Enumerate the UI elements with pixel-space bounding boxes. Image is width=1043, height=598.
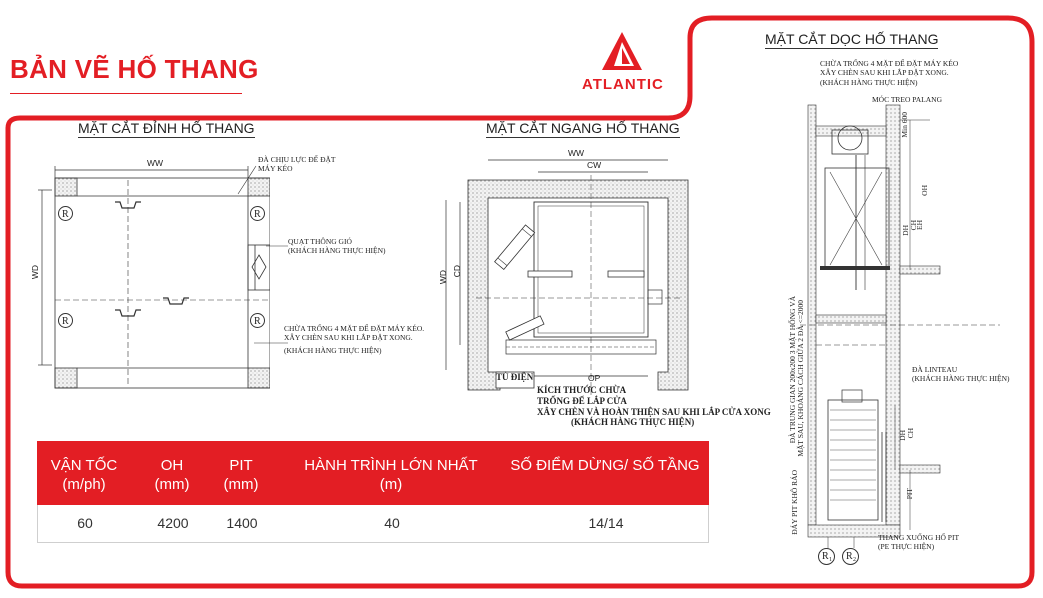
r-mark: R	[58, 206, 73, 221]
dim-eh-top: EH	[915, 220, 924, 230]
table-row: 60 4200 1400 40 14/14	[37, 505, 709, 543]
atlantic-logo-icon	[602, 32, 642, 70]
dim-op-plan: OP	[588, 373, 601, 383]
section-top-note: CHỪA TRỐNG 4 MẶT ĐỂ ĐẶT MÁY KÉO XÂY CHÈN…	[820, 59, 959, 87]
top-view-drawing	[38, 166, 270, 389]
r-mark: R	[250, 313, 265, 328]
brand-name: ATLANTIC	[582, 76, 664, 93]
header-speed: VẬN TỐC(m/ph)	[50, 457, 118, 493]
dim-ww-plan: WW	[568, 148, 585, 158]
dim-cd-plan: CD	[452, 265, 462, 278]
spec-table: VẬN TỐC(m/ph) OH(mm) PIT(mm) HÀNH TRÌNH …	[37, 441, 709, 543]
r-mark: R	[250, 206, 265, 221]
title-underline	[10, 93, 242, 94]
cell-pit: 1400	[226, 515, 258, 531]
r-mark: R	[58, 313, 73, 328]
dim-cw-plan: CW	[587, 160, 602, 170]
dim-wd-plan: WD	[438, 270, 448, 285]
header-travel: HÀNH TRÌNH LỚN NHẤT(m)	[304, 457, 478, 493]
section-view-title: MẶT CẮT DỌC HỐ THANG	[765, 31, 939, 49]
door-opening-note: KÍCH THƯỚC CHỪA TRỐNG ĐỂ LẮP CỬA XÂY CHÈ…	[537, 385, 771, 428]
machine-hole-note: CHỪA TRỐNG 4 MẶT ĐỂ ĐẶT MÁY KÉO.XÂY CHÈN…	[284, 324, 425, 355]
hoist-hook-note: MÓC TREO PALANG	[872, 95, 943, 104]
dim-ww-top: WW	[147, 158, 164, 168]
electric-panel-label: TỦ ĐIỆN	[496, 372, 534, 382]
fan-note: QUẠT THÔNG GIÓ(KHÁCH HÀNG THỰC HIỆN)	[288, 237, 386, 256]
lintel-note: ĐÀ LINTEAU (KHÁCH HÀNG THỰC HIỆN)	[912, 365, 1010, 384]
plan-view-drawing	[445, 159, 689, 395]
pit-ladder-note: THANG XUỐNG HỐ PIT (PE THỰC HIỆN)	[878, 533, 960, 552]
dim-min-600: Min 600	[900, 112, 909, 138]
intermediate-beam-note-2: MẶT SAU, KHOẢNG CÁCH GIỮA 2 ĐÀ <=2000	[796, 300, 805, 457]
leader-lines	[237, 165, 288, 344]
dim-wd-top: WD	[30, 265, 40, 280]
dim-ch-bottom: CH	[906, 428, 915, 439]
dim-oh: OH	[920, 185, 929, 196]
spec-table-header: VẬN TỐC(m/ph) OH(mm) PIT(mm) HÀNH TRÌNH …	[37, 441, 709, 505]
cell-travel: 40	[384, 515, 400, 531]
cell-stops: 14/14	[588, 515, 624, 531]
page-title: BẢN VẼ HỐ THANG	[10, 54, 259, 84]
cell-oh: 4200	[157, 515, 189, 531]
dim-pit: PIT	[905, 488, 914, 500]
header-oh: OH(mm)	[154, 457, 190, 493]
pit-dry-note: ĐÁY PIT KHÔ RÁO	[790, 470, 799, 535]
plan-view-title: MẶT CẮT NGANG HỐ THANG	[486, 120, 680, 138]
header-stops: SỐ ĐIỂM DỪNG/ SỐ TẦNG	[510, 457, 700, 474]
header-pit: PIT(mm)	[223, 457, 259, 493]
section-view-drawing	[800, 104, 1000, 548]
cell-speed: 60	[77, 515, 93, 531]
top-view-title: MẶT CẮT ĐỈNH HỐ THANG	[78, 120, 255, 138]
